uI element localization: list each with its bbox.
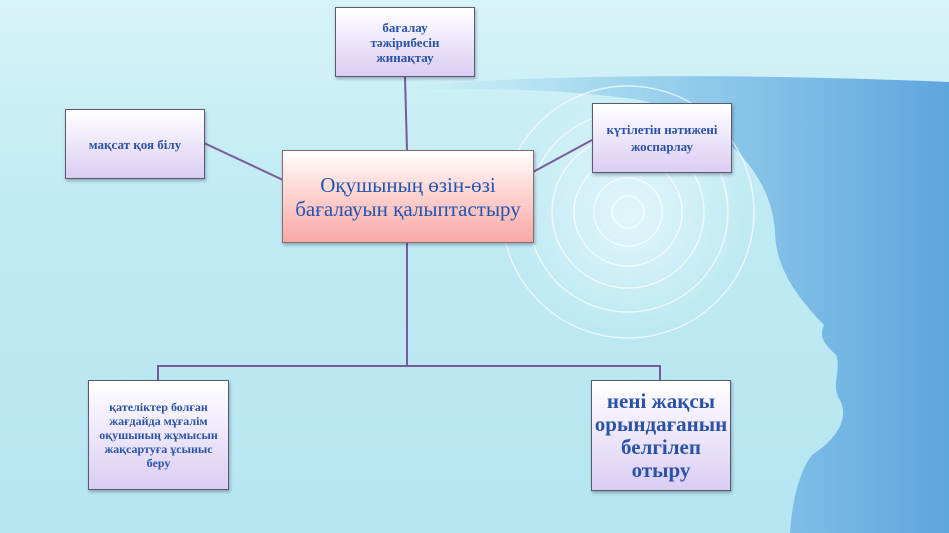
node-center: Оқушының өзін-өзі бағалауын қалыптастыру bbox=[282, 150, 534, 243]
node-bottom-left-label: қателіктер болған жағдайда мұғалім оқушы… bbox=[99, 400, 218, 470]
node-top: бағалау тәжірибесін жинақтау bbox=[335, 7, 475, 77]
node-bottom-right: нені жақсы орындағанын белгілеп отыру bbox=[591, 380, 731, 491]
connector-bottom-bar bbox=[157, 365, 661, 380]
node-center-label: Оқушының өзін-өзі бағалауын қалыптастыру bbox=[295, 172, 521, 221]
node-bottom-left: қателіктер болған жағдайда мұғалім оқушы… bbox=[88, 380, 229, 490]
node-right: күтілетін нәтижені жоспарлау bbox=[592, 103, 732, 173]
connector-right bbox=[532, 139, 593, 173]
node-right-label: күтілетін нәтижені жоспарлау bbox=[606, 122, 718, 154]
node-left-label: мақсат қоя білу bbox=[88, 136, 182, 152]
connector-left bbox=[203, 142, 284, 181]
node-left: мақсат қоя білу bbox=[65, 109, 205, 179]
node-bottom-right-label: нені жақсы орындағанын белгілеп отыру bbox=[594, 388, 728, 482]
node-top-label: бағалау тәжірибесін жинақтау bbox=[370, 19, 440, 65]
connector-top bbox=[404, 76, 408, 151]
